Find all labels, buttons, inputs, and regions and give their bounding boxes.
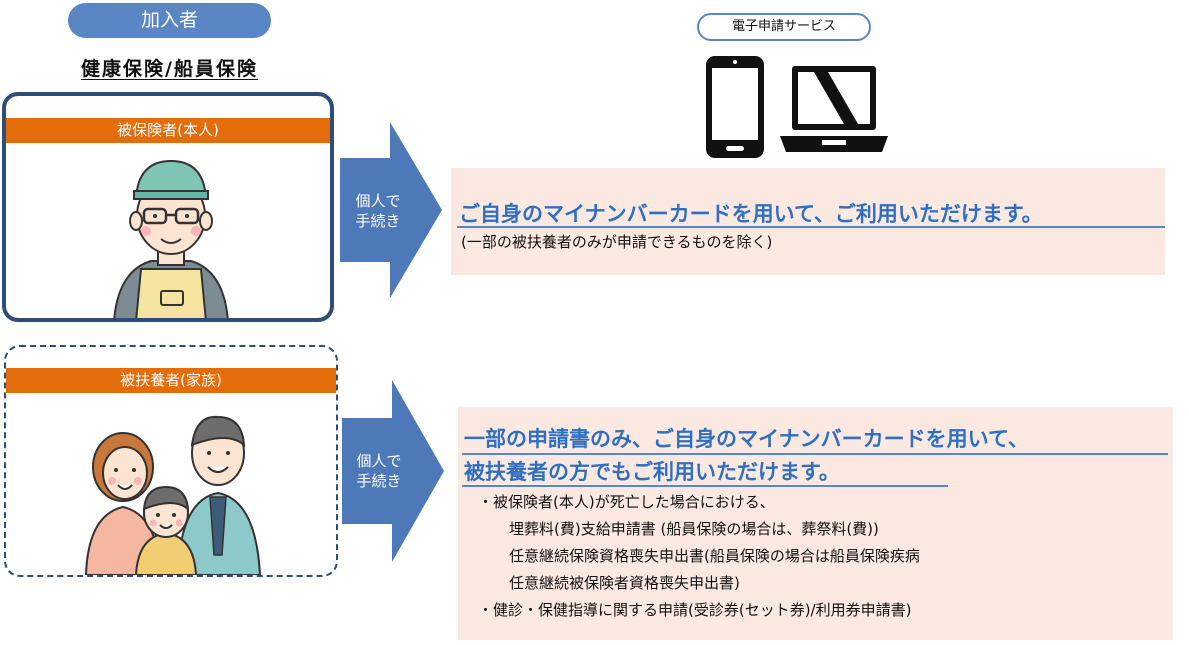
dependent-headline2-underline [462, 485, 948, 487]
laptop-icon [780, 66, 888, 152]
worker-illustration [113, 159, 229, 318]
insured-note: (一部の被扶養者のみが申請できるものを除く) [461, 233, 773, 251]
arrow-insured [340, 122, 442, 298]
insured-band-label: 被保険者(本人) [6, 118, 330, 143]
arrow-insured-label: 個人で 手続き [345, 191, 411, 231]
dependent-band-label: 被扶養者(家族) [6, 368, 336, 393]
dependent-headline-line1: 一部の申請書のみ、ご自身のマイナンバーカードを用いて、 [464, 427, 1029, 451]
arrow-dependent-label: 個人で 手続き [346, 451, 412, 491]
arrow-insured-line1: 個人で [355, 192, 401, 210]
family-illustration [84, 415, 262, 575]
insured-headline: ご自身のマイナンバーカードを用いて、ご利用いただけます。 [459, 202, 1043, 226]
insured-info-panel: ご自身のマイナンバーカードを用いて、ご利用いただけます。 (一部の被扶養者のみが… [451, 168, 1165, 275]
dependent-card: 被扶養者(家族) [4, 345, 338, 577]
arrow-dependent-line2: 手続き [356, 472, 402, 490]
list-item: 埋葬料(費)支給申請書 (船員保険の場合は、葬祭料(費)) [509, 520, 879, 538]
list-item: 任意継続保険資格喪失申出書(船員保険の場合は船員保険疾病 [509, 547, 920, 565]
member-label: 加入者 [68, 3, 271, 38]
insured-card: 被保険者(本人) [2, 92, 334, 322]
dependent-headline-line2: 被扶養者の方でもご利用いただけます。 [464, 460, 840, 484]
dependent-headline1-underline [462, 453, 1168, 455]
insured-headline-underline [457, 226, 1165, 228]
arrow-dependent [342, 380, 444, 562]
service-label: 電子申請サービス [697, 13, 871, 41]
smartphone-icon [706, 56, 764, 158]
list-item: ・被保険者(本人)が死亡した場合における、 [478, 493, 775, 511]
dependent-info-panel: 一部の申請書のみ、ご自身のマイナンバーカードを用いて、 被扶養者の方でもご利用い… [458, 407, 1173, 640]
list-item: 任意継続被保険者資格喪失申出書) [509, 574, 740, 592]
arrow-insured-line2: 手続き [355, 212, 401, 230]
insurance-title: 健康保険/船員保険 [81, 58, 258, 80]
list-item: ・健診・保健指導に関する申請(受診券(セット券)/利用券申請書) [478, 601, 912, 619]
arrow-dependent-line1: 個人で [356, 452, 402, 470]
